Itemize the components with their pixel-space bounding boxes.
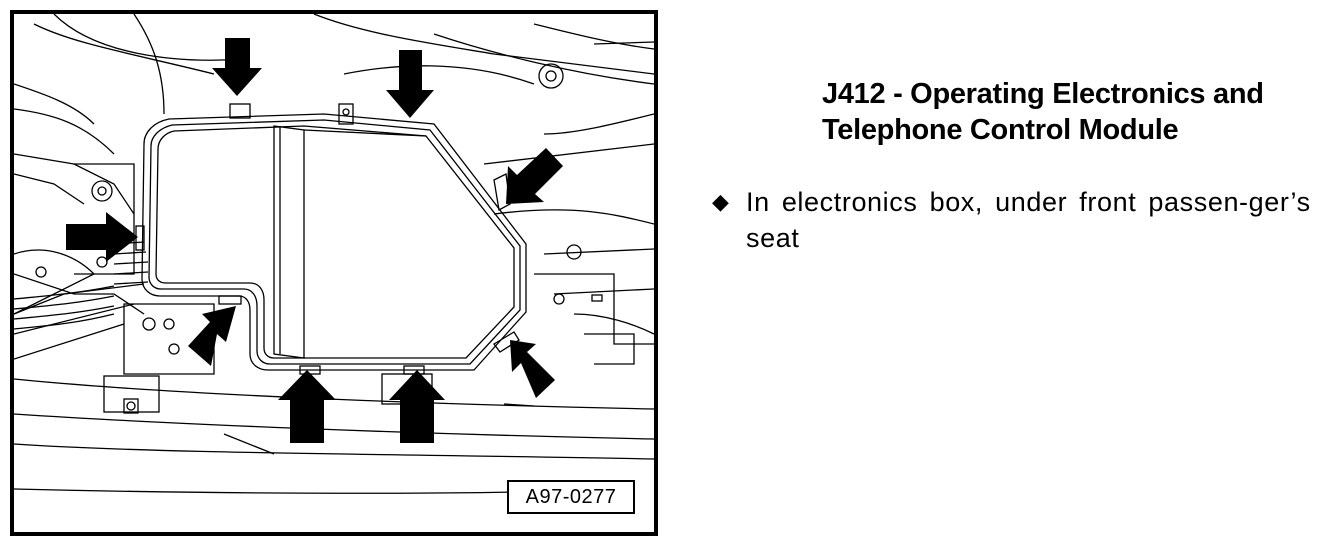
note-item: ◆ In electronics box, under front passen… [712, 184, 1312, 256]
diamond-bullet-icon: ◆ [712, 189, 729, 214]
title-line-2: Telephone Control Module [822, 114, 1179, 146]
illustration-frame: A97-0277 [10, 10, 658, 536]
electronics-box-drawing [14, 14, 654, 494]
figure-id-label: A97-0277 [507, 480, 635, 514]
note-text: In electronics box, under front passen-g… [746, 187, 1311, 253]
title-line-1: J412 - Operating Electronics and [822, 78, 1264, 110]
component-title: J412 - Operating Electronics and Telepho… [822, 76, 1322, 148]
